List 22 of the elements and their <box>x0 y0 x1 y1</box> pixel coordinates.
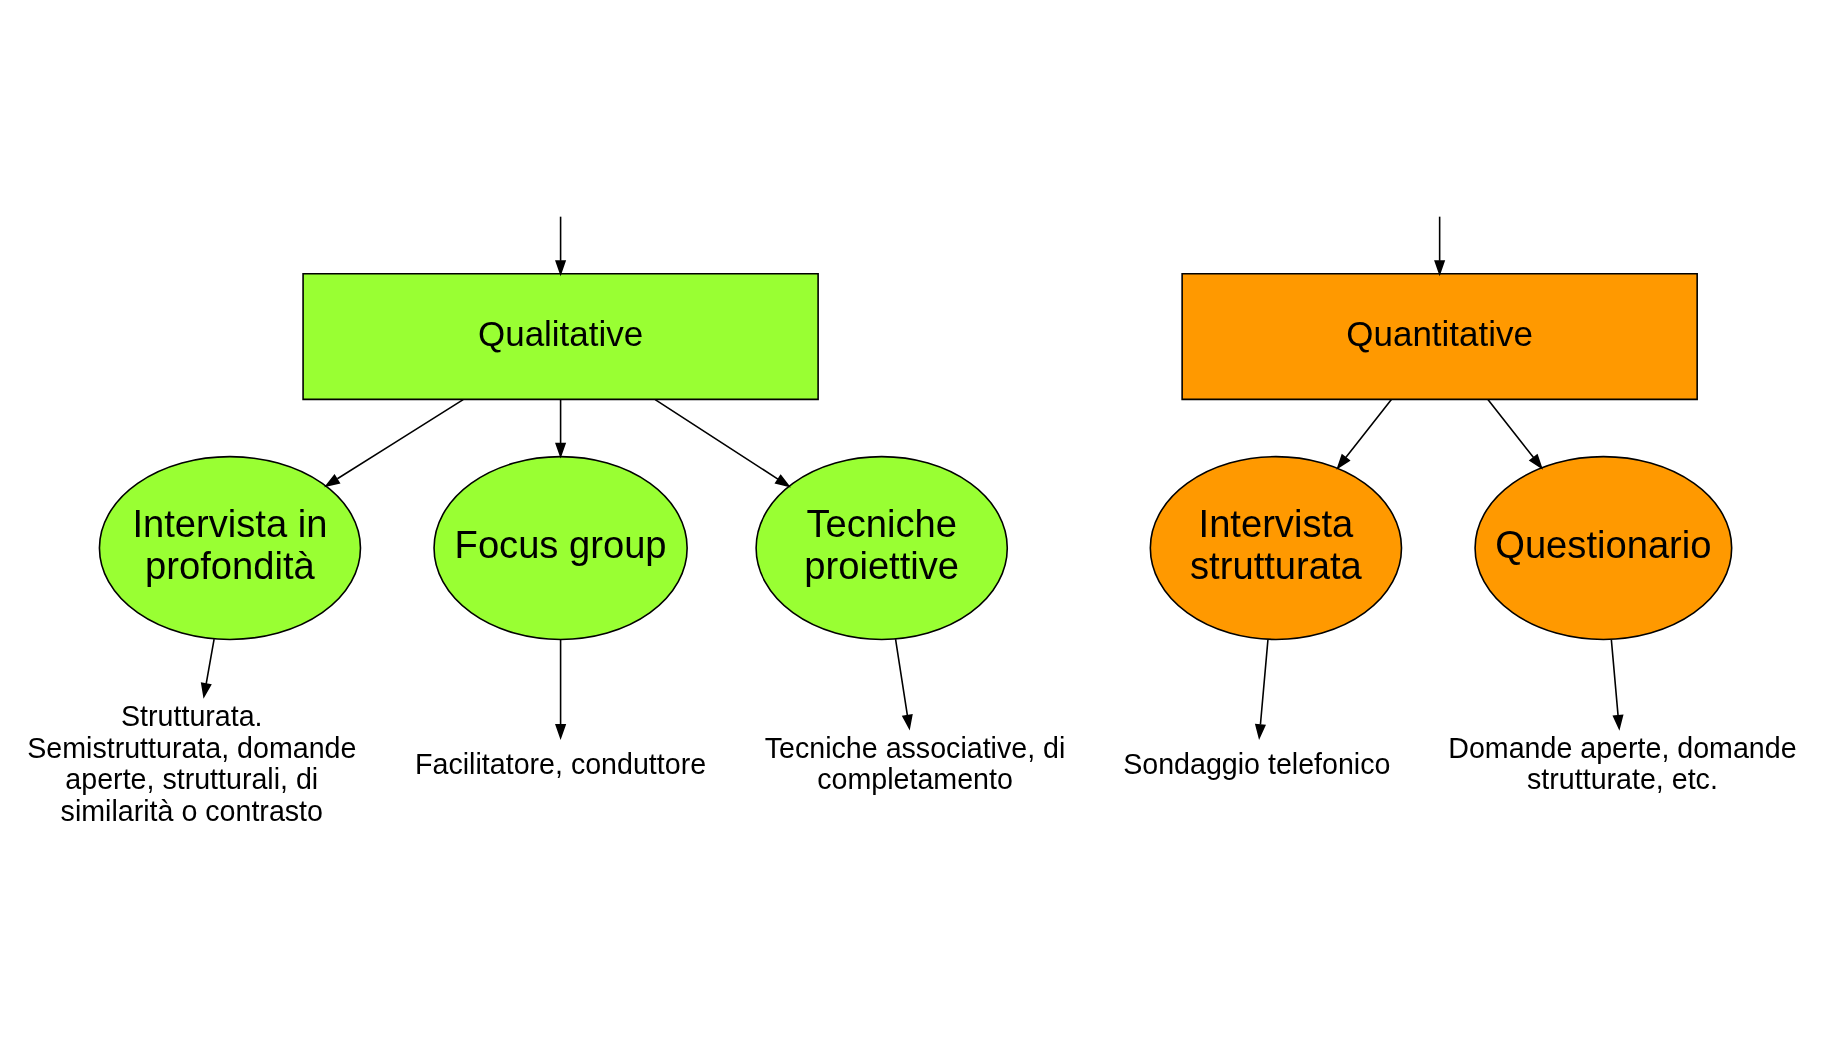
node-box: Quantitative <box>1180 273 1698 401</box>
arrow <box>554 638 566 741</box>
arrow <box>894 638 913 731</box>
arrow <box>653 398 791 488</box>
arrow <box>323 398 464 488</box>
arrow <box>554 398 566 459</box>
node-ellipse: Focus group <box>432 455 688 641</box>
node-text: Strutturata. Semistrutturata, domande aperte, strutturali, di similarità o contrasto <box>26 699 356 828</box>
node-text: Domande aperte, domande strutturate, etc. <box>1447 731 1797 796</box>
arrow <box>200 638 215 699</box>
node-ellipse: Tecniche proiettive <box>754 455 1008 641</box>
node-text: Facilitatore, conduttore <box>414 747 706 780</box>
arrow <box>1335 398 1392 470</box>
arrow <box>1610 638 1624 731</box>
node-text: Tecniche associative, di completamento <box>764 731 1065 796</box>
arrow <box>1433 215 1445 277</box>
node-box: Qualitative <box>301 273 819 401</box>
arrow <box>1486 398 1543 470</box>
node-text: Sondaggio telefonico <box>1122 747 1390 780</box>
arrow <box>1254 638 1269 740</box>
node-ellipse: Intervista in profondità <box>98 455 361 641</box>
arrow <box>554 215 566 277</box>
